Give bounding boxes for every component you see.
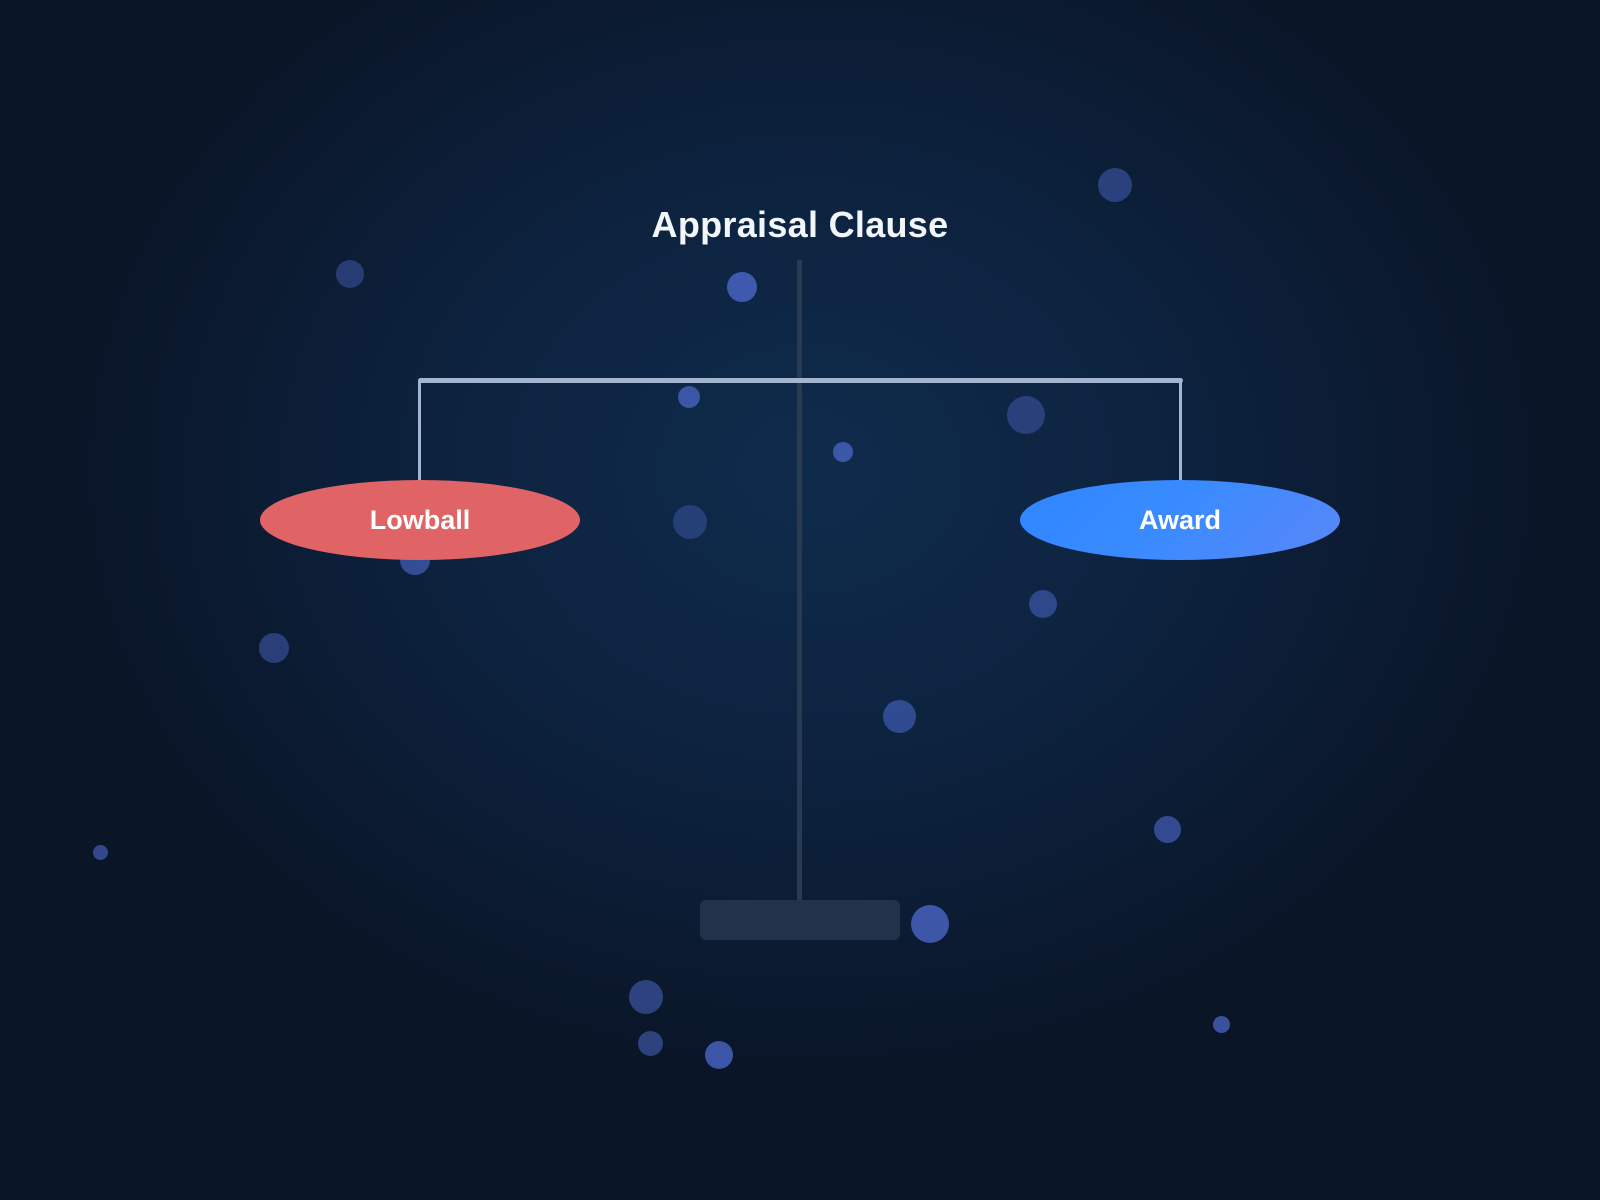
particle-dot <box>673 505 707 539</box>
left-pan-lowball: Lowball <box>260 480 580 560</box>
particle-dot <box>911 905 949 943</box>
particle-dot <box>833 442 853 462</box>
particle-dot <box>93 845 108 860</box>
left-pan-string <box>418 380 421 482</box>
particle-dot <box>1213 1016 1230 1033</box>
right-pan-label: Award <box>1138 504 1222 535</box>
particle-dot <box>336 260 364 288</box>
scale-base <box>700 900 900 940</box>
particle-dot <box>1007 396 1045 434</box>
scale-beam <box>418 378 1183 383</box>
left-pan-label: Lowball <box>369 504 471 535</box>
particle-dot <box>727 272 757 302</box>
scale-pole <box>797 260 802 900</box>
particle-dot <box>678 386 700 408</box>
right-pan-award: Award <box>1020 480 1340 560</box>
particle-dot <box>705 1041 733 1069</box>
particle-dot <box>638 1031 663 1056</box>
right-pan-string <box>1179 380 1182 482</box>
particle-dot <box>1098 168 1132 202</box>
particle-dot <box>259 633 289 663</box>
particle-dot <box>629 980 663 1014</box>
particle-dot <box>1154 816 1181 843</box>
particle-dot <box>883 700 916 733</box>
particle-dot <box>1029 590 1057 618</box>
diagram-title: Appraisal Clause <box>651 204 949 245</box>
